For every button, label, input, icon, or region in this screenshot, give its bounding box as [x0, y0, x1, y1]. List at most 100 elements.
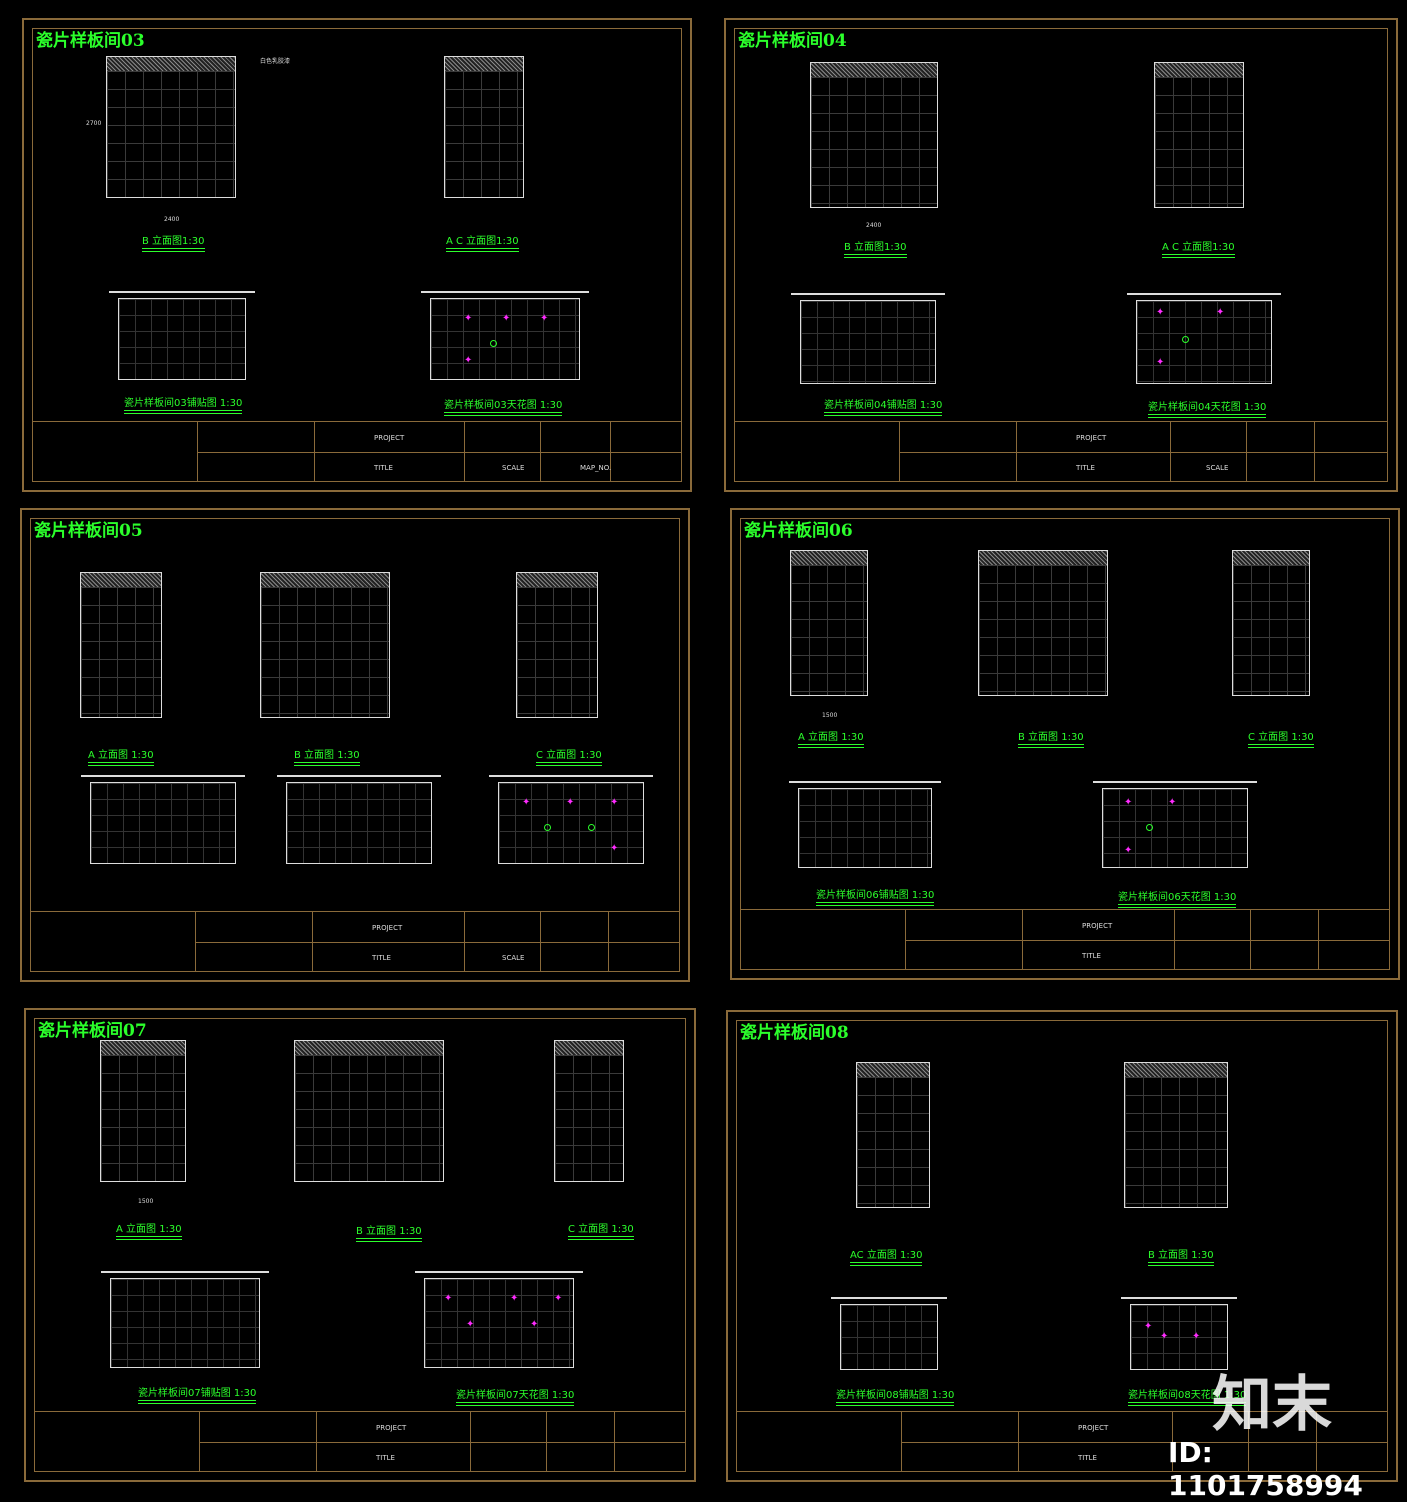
- spot-marker: [490, 340, 497, 347]
- light-marker: ✦: [1160, 1331, 1169, 1342]
- view-label: 瓷片样板间08铺贴图 1:30: [836, 1386, 955, 1406]
- watermark-logo: 知末: [1212, 1370, 1332, 1440]
- sheet-03: 瓷片样板间03 白色乳胶漆 2700 2400 B 立面图1:30 A C 立面…: [22, 18, 692, 492]
- sheet-title: 瓷片样板间05: [34, 521, 143, 541]
- watermark-id: ID: 1101758994: [1168, 1436, 1363, 1502]
- view-label: 瓷片样板间08天花图 1:30: [1128, 1386, 1247, 1406]
- sheet-title: 瓷片样板间07: [38, 1021, 147, 1041]
- sheet-05: 瓷片样板间05 A 立面图 1:30 B 立面图 1:30 C 立面图 1:30…: [20, 508, 690, 982]
- view-label: AC 立面图 1:30: [850, 1246, 923, 1266]
- spot-marker: [588, 824, 595, 831]
- elevation-ac: [856, 1062, 930, 1208]
- title-block: PROJECT TITLE: [740, 909, 1390, 970]
- view-label: 瓷片样板间03铺贴图 1:30: [124, 394, 243, 414]
- light-marker: ✦: [464, 355, 473, 366]
- light-marker: ✦: [530, 1319, 539, 1330]
- view-label: B 立面图1:30: [142, 232, 205, 252]
- view-label: C 立面图 1:30: [568, 1220, 634, 1240]
- light-marker: ✦: [444, 1293, 453, 1304]
- elevation-a: [790, 550, 868, 696]
- light-marker: ✦: [610, 797, 619, 808]
- tiling-plan: [831, 1297, 947, 1370]
- view-label: C 立面图 1:30: [536, 746, 602, 766]
- elevation-b: [1124, 1062, 1228, 1208]
- light-marker: ✦: [540, 313, 549, 324]
- light-marker: ✦: [1192, 1331, 1201, 1342]
- spot-marker: [544, 824, 551, 831]
- elevation-ac: [1154, 62, 1244, 208]
- dim-width: 2400: [866, 222, 882, 229]
- view-label: 瓷片样板间04天花图 1:30: [1148, 398, 1267, 418]
- sheet-title: 瓷片样板间03: [36, 31, 145, 51]
- elevation-c: [516, 572, 598, 718]
- title-block: PROJECT TITLE SCALE MAP_NO.: [32, 421, 682, 482]
- title-block: PROJECT TITLE: [34, 1411, 686, 1472]
- sheet-06: 瓷片样板间06 1500 A 立面图 1:30 B 立面图 1:30 C 立面图…: [730, 508, 1400, 980]
- sheet-title: 瓷片样板间06: [744, 521, 853, 541]
- view-label: A 立面图 1:30: [116, 1220, 182, 1240]
- ceiling-annotation: 白色乳胶漆: [260, 58, 291, 65]
- ceiling-plan: [1127, 293, 1281, 384]
- tiling-plan: [791, 293, 945, 384]
- view-label: 瓷片样板间06铺贴图 1:30: [816, 886, 935, 906]
- view-label: B 立面图 1:30: [1018, 728, 1084, 748]
- view-label: 瓷片样板间06天花图 1:30: [1118, 888, 1237, 908]
- light-marker: ✦: [1216, 307, 1225, 318]
- sheet-title: 瓷片样板间04: [738, 31, 847, 51]
- light-marker: ✦: [610, 843, 619, 854]
- sheet-07: 瓷片样板间07 1500 A 立面图 1:30 B 立面图 1:30 C 立面图…: [24, 1008, 696, 1482]
- light-marker: ✦: [1156, 307, 1165, 318]
- view-label: 瓷片样板间03天花图 1:30: [444, 396, 563, 416]
- view-label: 瓷片样板间07天花图 1:30: [456, 1386, 575, 1406]
- tiling-plan: [789, 781, 941, 868]
- ceiling-plan: [421, 291, 589, 380]
- title-block: PROJECT TITLE SCALE: [734, 421, 1388, 482]
- view-label: 瓷片样板间04铺贴图 1:30: [824, 396, 943, 416]
- elevation-b: [810, 62, 938, 208]
- elevation-b: [294, 1040, 444, 1182]
- view-label: 瓷片样板间07铺贴图 1:30: [138, 1384, 257, 1404]
- view-label: C 立面图 1:30: [1248, 728, 1314, 748]
- dim-height: 2700: [86, 120, 102, 127]
- sheet-title: 瓷片样板间08: [740, 1023, 849, 1043]
- light-marker: ✦: [1124, 845, 1133, 856]
- view-label: A C 立面图1:30: [446, 232, 519, 252]
- light-marker: ✦: [466, 1319, 475, 1330]
- ceiling-plan: [1093, 781, 1257, 868]
- ceiling-plan: [1121, 1297, 1237, 1370]
- elevation-b: [106, 56, 236, 198]
- elevation-b: [978, 550, 1108, 696]
- spot-marker: [1182, 336, 1189, 343]
- elevation-c: [554, 1040, 624, 1182]
- sheet-08: 瓷片样板间08 AC 立面图 1:30 B 立面图 1:30 ✦ ✦ ✦ 瓷片样…: [726, 1010, 1398, 1482]
- view-label: A 立面图 1:30: [798, 728, 864, 748]
- elevation-ac: [444, 56, 524, 198]
- light-marker: ✦: [1144, 1321, 1153, 1332]
- dim-width: 1500: [822, 712, 838, 719]
- light-marker: ✦: [1156, 357, 1165, 368]
- view-label: B 立面图1:30: [844, 238, 907, 258]
- dim-width: 2400: [164, 216, 180, 223]
- view-label: B 立面图 1:30: [294, 746, 360, 766]
- light-marker: ✦: [554, 1293, 563, 1304]
- light-marker: ✦: [566, 797, 575, 808]
- view-label: B 立面图 1:30: [1148, 1246, 1214, 1266]
- light-marker: ✦: [522, 797, 531, 808]
- light-marker: ✦: [1124, 797, 1133, 808]
- tiling-plan: [109, 291, 255, 380]
- title-block: PROJECT TITLE SCALE: [30, 911, 680, 972]
- title-block: PROJECT TITLE: [736, 1411, 1388, 1472]
- view-label: A 立面图 1:30: [88, 746, 154, 766]
- view-label: A C 立面图1:30: [1162, 238, 1235, 258]
- ceiling-plan: [415, 1271, 583, 1368]
- spot-marker: [1146, 824, 1153, 831]
- light-marker: ✦: [1168, 797, 1177, 808]
- sheet-04: 瓷片样板间04 2400 B 立面图1:30 A C 立面图1:30 ✦ ✦ ✦…: [724, 18, 1398, 492]
- elevation-a: [100, 1040, 186, 1182]
- tiling-plan: [81, 775, 245, 864]
- elevation-b: [260, 572, 390, 718]
- elevation-c: [1232, 550, 1310, 696]
- view-label: B 立面图 1:30: [356, 1222, 422, 1242]
- light-marker: ✦: [502, 313, 511, 324]
- light-marker: ✦: [464, 313, 473, 324]
